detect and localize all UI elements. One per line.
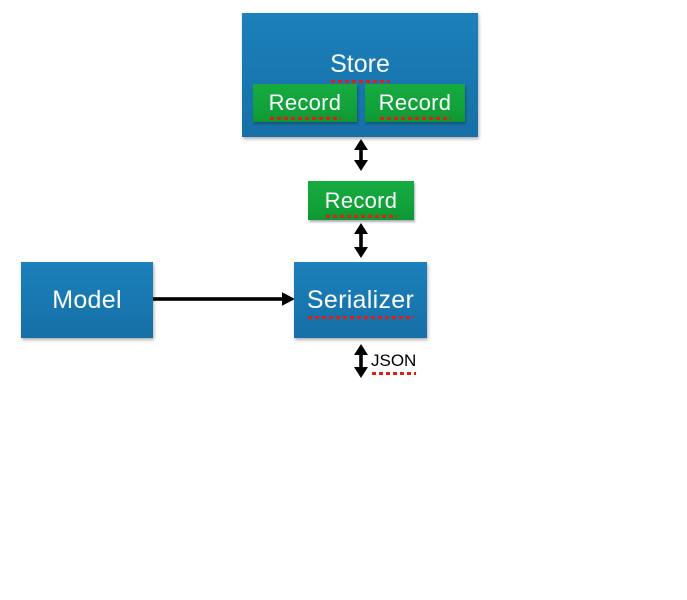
node-store-record-2: Record: [365, 84, 465, 122]
serializer-json-bidirectional-arrow: [354, 344, 368, 378]
store-title: Store: [242, 50, 478, 83]
model-label: Model: [52, 285, 122, 314]
serializer-label: Serializer: [306, 285, 415, 319]
record-serializer-bidirectional-arrow: [354, 223, 368, 258]
node-store-record-1: Record: [253, 84, 357, 122]
model-labelwrap: Model: [21, 262, 153, 338]
record-label: Record: [324, 187, 398, 218]
model-serializer-arrow: [153, 292, 295, 306]
store-label: Store: [330, 50, 390, 83]
json-label: JSON: [371, 351, 417, 375]
json-labelwrap: JSON: [371, 351, 417, 375]
serializer-labelwrap: Serializer: [294, 262, 427, 338]
node-serializer: Serializer: [294, 262, 427, 338]
node-store: Store Record Record: [242, 13, 478, 137]
node-record: Record: [308, 181, 414, 220]
store-record-1-label: Record: [268, 90, 342, 120]
store-record-2-labelwrap: Record: [365, 84, 465, 122]
store-record-1-labelwrap: Record: [253, 84, 357, 122]
store-record-bidirectional-arrow: [354, 139, 368, 171]
store-record-2-label: Record: [378, 90, 452, 120]
node-model: Model: [21, 262, 153, 338]
record-labelwrap: Record: [308, 181, 414, 220]
